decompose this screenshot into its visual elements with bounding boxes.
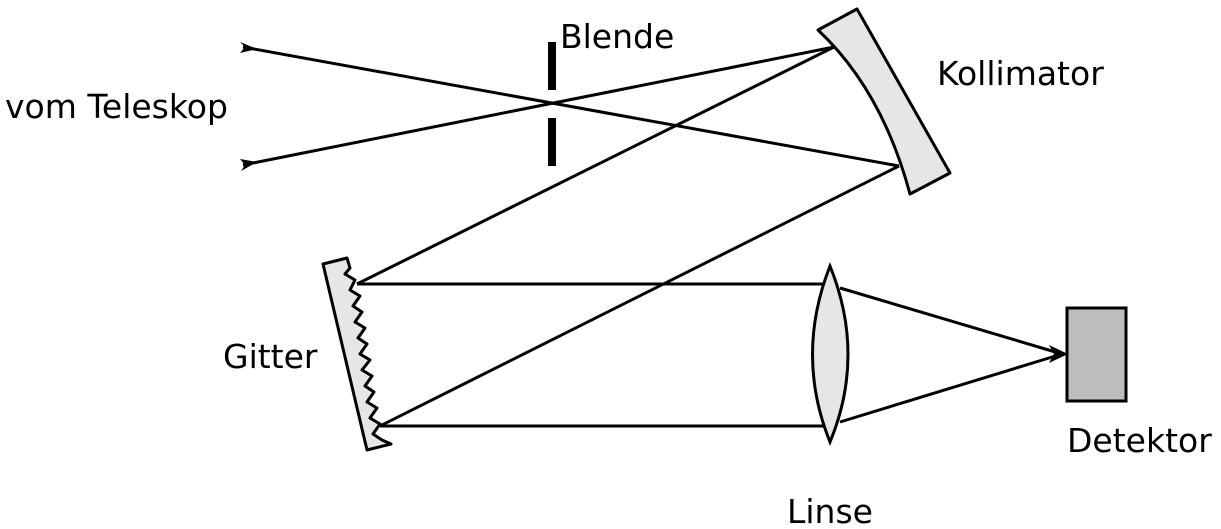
label-grating: Gitter [223, 337, 318, 376]
ray-lens-to-detector-upper [839, 286, 1063, 356]
lens [811, 261, 850, 446]
label-collimator: Kollimator [937, 54, 1104, 93]
ray-collimator-to-grating-lower [379, 164, 900, 428]
collimator-mirror [816, 7, 952, 196]
label-lens: Linse [787, 492, 873, 529]
arrowhead-detector [1049, 345, 1068, 363]
ray-collimator-to-grating-upper [356, 45, 835, 286]
ray-lens-to-detector-lower [839, 352, 1063, 424]
aperture-slit-top [548, 42, 556, 90]
arrowhead-upper [240, 42, 257, 53]
label-telescope: vom Teleskop [5, 87, 228, 126]
arrowhead-lower [240, 159, 257, 171]
grating [321, 256, 393, 452]
detector [1065, 306, 1128, 403]
label-aperture: Blende [560, 17, 674, 56]
label-detector: Detektor [1067, 421, 1212, 460]
ray-telescope-upper [242, 45, 900, 168]
ray-telescope-lower [242, 45, 835, 167]
aperture-slit-bottom [548, 118, 556, 166]
